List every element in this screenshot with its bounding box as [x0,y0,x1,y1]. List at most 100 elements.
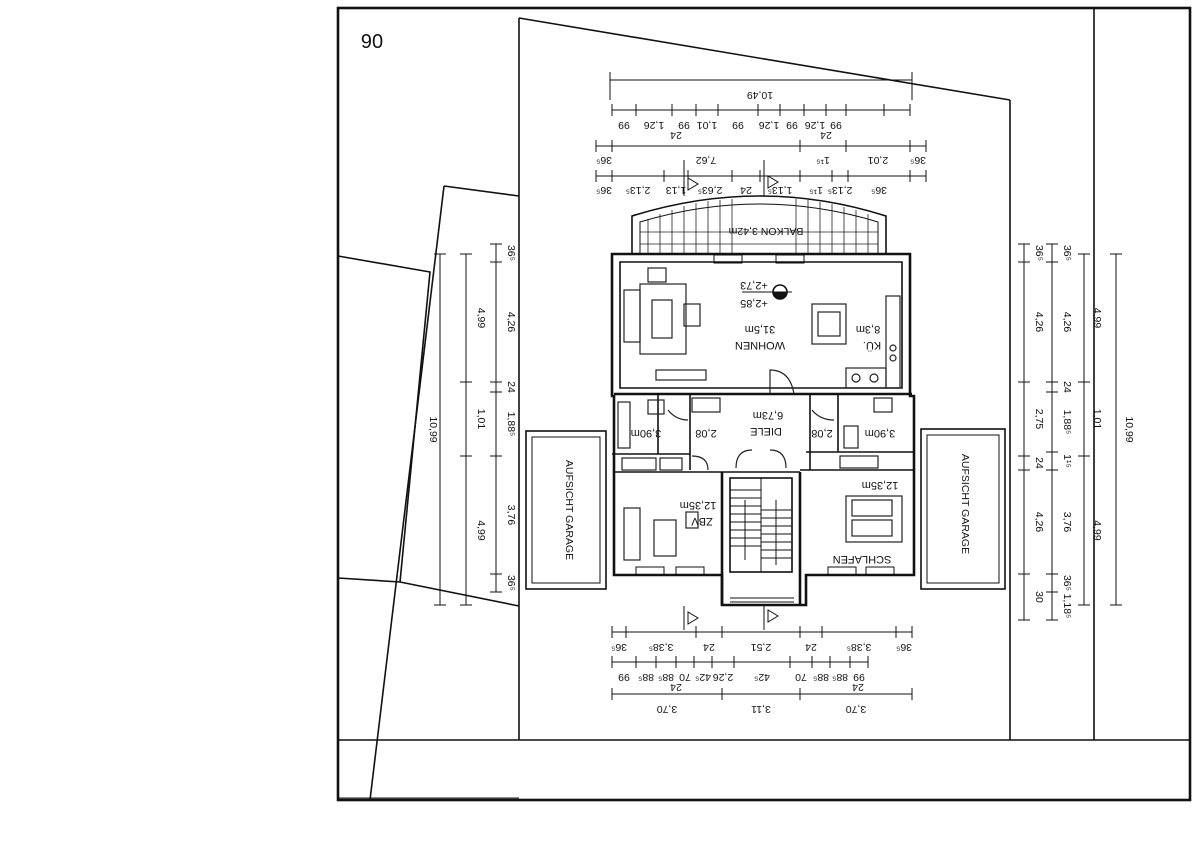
svg-text:SCHLAFEN: SCHLAFEN [833,553,892,565]
dimension-label: 99 [786,119,798,131]
garage-right [920,428,1006,590]
dimension-label: 88⁵ [638,671,654,683]
dimension-label: 3,76 [505,505,517,526]
dimension-label: 10,99 [1123,416,1135,442]
dimension-label: 1,26 [759,119,780,131]
dimension-label: 4,99 [475,308,487,329]
dimension-label: 3,70 [657,703,678,715]
svg-text:31,5m: 31,5m [745,323,776,335]
room-label-wohnen: WOHNEN 31,5m [735,323,785,351]
room-label-flur-left: 2,08 [695,427,716,439]
dimension-label: 1,88⁵ [505,412,517,437]
dimension-label: 1¹⁵ [1061,454,1073,468]
dimension-label: 3,11 [751,703,771,715]
dimension-label: 88⁵ [832,671,848,683]
dimension-label: 24 [1033,457,1045,469]
dimension-label: 36⁵ [871,184,887,196]
dimension-label: 30 [1033,591,1045,603]
dimension-label: 1,26 [805,119,826,131]
dimension-label: 36⁵ [611,641,627,653]
room-label-zbv: ZBV 12,35m [680,499,717,527]
balcony-label: BALKON 3,42m [728,225,803,237]
dimension-label: 42⁵ [754,671,770,683]
svg-text:DIELE: DIELE [750,425,782,437]
dimension-label: 1,01 [1091,409,1103,430]
dimension-label: 24 [852,681,864,693]
dimension-label: 24 [805,641,817,653]
dimension-label: 99 [618,119,630,131]
level-marker [742,284,792,300]
dimension-label: 36⁵ [1033,245,1045,261]
dimension-label: 42⁵ [695,671,711,683]
dimension-label: 1,18⁵ [1061,594,1073,619]
dimension-label: 4,26 [1033,512,1045,533]
dimension-label: 1¹⁵ [816,154,830,166]
dimension-label: 1,13⁵ [768,184,793,196]
dimension-label: 1,01 [475,409,487,430]
parcel-lines [337,185,520,801]
dimension-label: 4,26 [505,312,517,333]
dimension-label: 36⁵ [1061,245,1073,261]
dimension-label: 24 [670,681,682,693]
svg-text:8,3m: 8,3m [856,323,880,335]
dimension-label: 4,99 [1091,520,1103,541]
garage-left-label: AUFSICHT GARAGE [563,460,575,560]
garage-right-label: AUFSICHT GARAGE [959,454,971,554]
dimension-label: 3,76 [1061,512,1073,533]
room-label-bad-left: 3,90m [631,427,662,439]
dimension-label: 99 [618,671,630,683]
dimension-label: 99 [853,671,865,683]
room-label-diele: DIELE 6,73m [750,409,783,437]
dimension-label: 7,62 [696,154,717,166]
dimension-label: 36⁵ [896,641,912,653]
balcony [631,195,887,254]
dimension-label: 24 [703,641,715,653]
svg-text:6,73m: 6,73m [753,409,784,421]
dimension-label: 4,26 [1061,312,1073,333]
dimension-label: 10,49 [747,89,773,101]
page-number: 06 [361,29,383,51]
dimension-label: 10,99 [427,416,439,442]
room-label-schlafen: SCHLAFEN 12,35m [833,479,899,565]
dimension-label: 3,38⁵ [847,641,872,653]
dimension-label: 70 [795,671,807,683]
level-upper: +2,73 [740,279,768,291]
room-label-flur-right: 2,08 [811,427,832,439]
dimension-label: 24 [740,184,752,196]
furniture [617,267,903,561]
dimension-label: 2,75 [1033,409,1045,430]
svg-text:ZBV: ZBV [691,515,713,527]
dimension-label: 2,26 [713,671,734,683]
dimension-label: 1¹⁵ [809,184,823,196]
stairs [729,477,793,573]
dimension-label: 4,99 [475,520,487,541]
dimension-lines [434,72,1122,700]
room-label-bad-right: 3,90m [865,427,896,439]
level-lower: +2,85 [740,297,768,309]
dimension-label: 70 [679,671,691,683]
dimension-label: 99 [830,119,842,131]
dimension-label: 4,26 [1033,312,1045,333]
room-label-kueche: KÜ. 8,3m [856,323,881,351]
svg-text:12,35m: 12,35m [680,499,717,511]
dimension-label: 24 [1061,381,1073,393]
dimension-label: 36⁵ [505,245,517,261]
sheet-frame [336,6,1192,802]
svg-text:KÜ.: KÜ. [863,339,881,351]
dimension-label: 88⁵ [813,671,829,683]
svg-text:WOHNEN: WOHNEN [735,339,785,351]
dimension-label: 2,63⁵ [698,184,723,196]
dimension-label: 1,01 [697,119,718,131]
dimension-label: 1,88⁵ [1061,410,1073,435]
dimension-label: 24 [505,381,517,393]
dimension-label: 36⁵ [596,154,612,166]
dimension-label: 36⁵ [596,184,612,196]
dimension-label: 2,01 [868,154,889,166]
building-walls [610,252,916,607]
dimension-label: 3,38⁵ [649,641,674,653]
dimension-label: 2,13⁵ [828,184,853,196]
dimension-label: 3,70 [846,703,867,715]
dimension-label: 2,51 [751,641,772,653]
